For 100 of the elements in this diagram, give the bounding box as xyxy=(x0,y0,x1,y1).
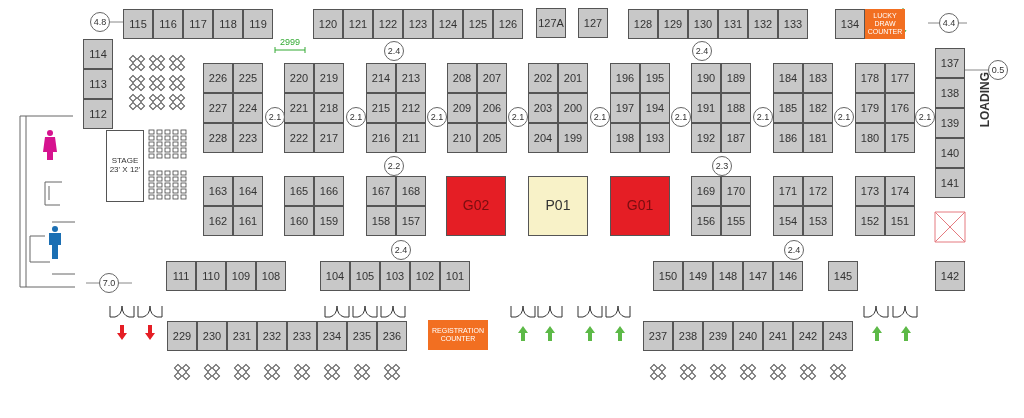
dimension-marker: 2.1 xyxy=(508,107,528,127)
booth-number: 188 xyxy=(726,101,746,115)
booth-number: 133 xyxy=(783,17,803,31)
booth-number: 225 xyxy=(238,71,258,85)
booth-box xyxy=(347,321,377,351)
booth-number: 195 xyxy=(645,71,665,85)
stage-area xyxy=(106,130,144,202)
booth-number: 126 xyxy=(498,17,518,31)
booth-box xyxy=(721,63,751,93)
booth-number: 116 xyxy=(159,17,177,31)
booth-number: 207 xyxy=(482,71,502,85)
booth-box xyxy=(463,9,493,39)
booth-box xyxy=(203,123,233,153)
booth-box xyxy=(256,261,286,291)
booth-box xyxy=(83,99,113,129)
booth-number: 218 xyxy=(319,101,339,115)
booth-number: 110 xyxy=(202,269,220,283)
dimension-marker: 2.1 xyxy=(265,107,285,127)
booth-box xyxy=(733,321,763,351)
booth-box xyxy=(233,123,263,153)
booth-box xyxy=(610,123,640,153)
booth-number: 175 xyxy=(890,131,910,145)
booth-number: 221 xyxy=(289,101,309,115)
booth-number: 222 xyxy=(289,131,309,145)
booth-box xyxy=(213,9,243,39)
booth-number: 219 xyxy=(319,71,339,85)
booth-number: 113 xyxy=(89,77,107,91)
booth-number: 102 xyxy=(415,269,435,283)
booth-number: 171 xyxy=(778,184,798,198)
booth-box xyxy=(433,9,463,39)
booth-number: 127 xyxy=(583,16,603,30)
booth-box xyxy=(314,123,344,153)
booth-box xyxy=(396,176,426,206)
booth-number: 238 xyxy=(678,329,698,343)
booth-number: 166 xyxy=(319,184,339,198)
booth-number: 214 xyxy=(371,71,391,85)
dimension-marker: 2.4 xyxy=(692,41,712,61)
booth-box xyxy=(691,63,721,93)
booth-number: 237 xyxy=(648,329,668,343)
booth-box xyxy=(643,321,673,351)
booth-number: 125 xyxy=(468,17,488,31)
booth-number: 160 xyxy=(289,214,309,228)
booth-box xyxy=(203,176,233,206)
booth-box xyxy=(885,176,915,206)
dimension-marker: 2.1 xyxy=(427,107,447,127)
booth-number: 139 xyxy=(940,116,960,130)
booth-box xyxy=(803,206,833,236)
booth-number: 158 xyxy=(371,214,391,228)
booth-number: 150 xyxy=(658,269,678,283)
booth-number: 228 xyxy=(208,131,228,145)
booth-number: 187 xyxy=(726,131,746,145)
booth-box xyxy=(935,48,965,78)
booth-box xyxy=(885,206,915,236)
booth-box xyxy=(778,9,808,39)
booth-number: 184 xyxy=(778,71,798,85)
booth-box xyxy=(233,176,263,206)
booth-box xyxy=(558,123,588,153)
booth-box xyxy=(835,9,865,39)
booth-box xyxy=(440,261,470,291)
booth-box xyxy=(773,63,803,93)
booth-number: 223 xyxy=(238,131,258,145)
booth-number: 243 xyxy=(828,329,848,343)
booth-box xyxy=(366,93,396,123)
booth-box xyxy=(477,63,507,93)
booth-number: 226 xyxy=(208,71,228,85)
booth-box xyxy=(477,93,507,123)
booth-number: 142 xyxy=(940,269,960,283)
booth-box xyxy=(396,123,426,153)
stage-label: STAGE xyxy=(111,157,139,166)
booth-number: 224 xyxy=(238,101,258,115)
booth-number: 138 xyxy=(940,86,960,100)
booth-number: 193 xyxy=(645,131,665,145)
booth-box xyxy=(366,206,396,236)
booth-box xyxy=(773,206,803,236)
dimension-marker: 0.5 xyxy=(988,60,1008,80)
booth-box xyxy=(935,261,965,291)
booth-number: 155 xyxy=(726,214,746,228)
booth-box xyxy=(935,78,965,108)
booth-box xyxy=(123,9,153,39)
booth-number: 140 xyxy=(940,146,960,160)
booth-box xyxy=(528,63,558,93)
booth-number: 199 xyxy=(563,131,583,145)
booth-number: 190 xyxy=(696,71,716,85)
dimension-marker: 4.8 xyxy=(90,12,110,32)
booth-number: 128 xyxy=(633,17,653,31)
booth-number: 206 xyxy=(482,101,502,115)
booth-box xyxy=(284,206,314,236)
booth-box xyxy=(691,123,721,153)
booth-box xyxy=(313,9,343,39)
booth-box xyxy=(763,321,793,351)
booth-number: 182 xyxy=(808,101,828,115)
booth-number: 159 xyxy=(319,214,339,228)
booth-box xyxy=(773,123,803,153)
booth-number: 205 xyxy=(482,131,502,145)
booth-number: 236 xyxy=(382,329,402,343)
booth-box xyxy=(703,321,733,351)
booth-number: 198 xyxy=(615,131,635,145)
booth-number: 234 xyxy=(322,329,342,343)
booth-number: G02 xyxy=(462,198,490,214)
dimension-marker: 4.4 xyxy=(939,13,959,33)
